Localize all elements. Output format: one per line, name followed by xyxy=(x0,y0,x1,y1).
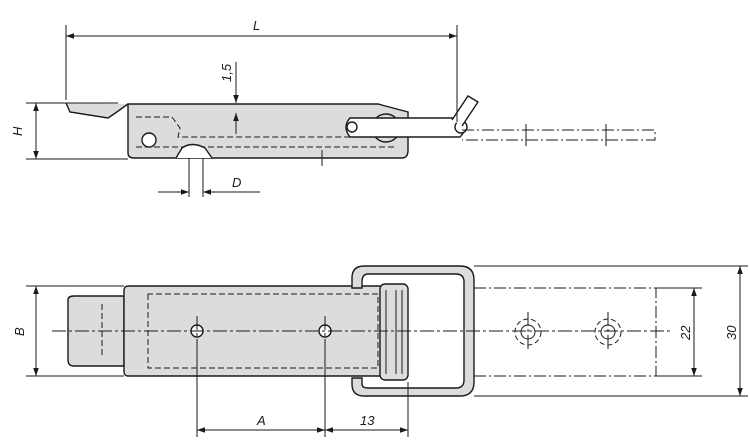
lever-tab xyxy=(451,95,479,127)
side-countersink xyxy=(175,143,213,159)
label-22: 22 xyxy=(678,325,693,341)
side-inner-dashed xyxy=(136,116,400,148)
label-A: A xyxy=(256,413,266,428)
dim-B xyxy=(26,285,124,377)
label-13: 13 xyxy=(360,413,375,428)
dim-H xyxy=(26,102,128,160)
side-hole xyxy=(141,132,157,148)
top-centerline xyxy=(52,312,672,352)
label-thickness: 1,5 xyxy=(219,63,234,82)
shackle-pin xyxy=(346,121,358,133)
catch-plate-phantom xyxy=(462,129,656,141)
hinge-barrel xyxy=(379,283,409,381)
dim-D xyxy=(158,158,260,197)
dim-22 xyxy=(656,287,702,377)
dim-A-13 xyxy=(196,346,409,437)
dim-30 xyxy=(474,265,748,397)
label-L: L xyxy=(253,18,260,33)
side-view xyxy=(65,95,656,159)
dim-L xyxy=(65,25,458,122)
catch-plate-top-phantom xyxy=(474,287,657,377)
catch-hook xyxy=(65,102,129,119)
label-D: D xyxy=(232,175,241,190)
shackle-link xyxy=(345,117,466,138)
label-H: H xyxy=(10,126,25,136)
label-B: B xyxy=(12,327,27,336)
label-30: 30 xyxy=(724,325,739,340)
shackle-bow xyxy=(351,265,475,397)
